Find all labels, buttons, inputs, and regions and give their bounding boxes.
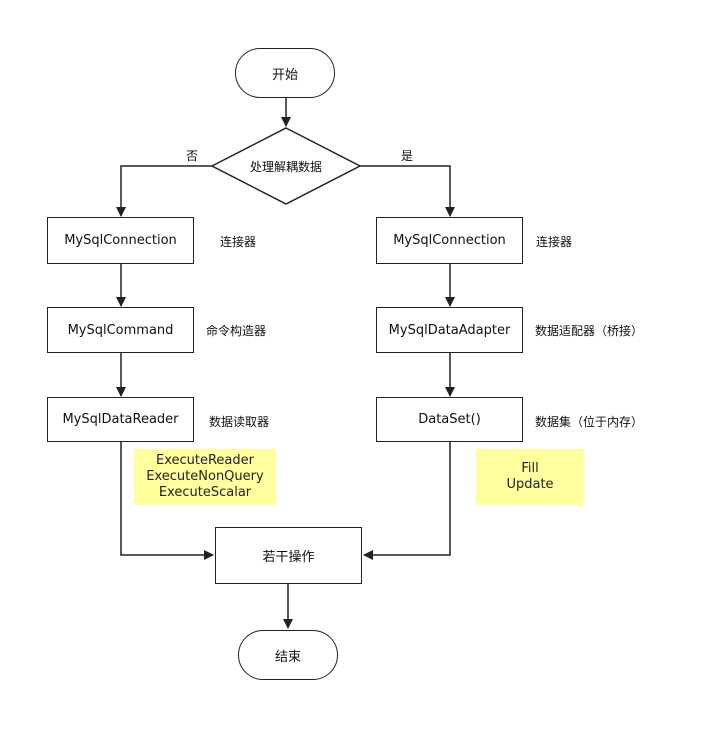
left-command-label: MySqlCommand xyxy=(67,322,174,338)
edge-label-no: 否 xyxy=(186,149,199,163)
decision-label: 处理解耦数据 xyxy=(249,159,322,174)
decision-diamond xyxy=(210,127,362,205)
operations-label: 若干操作 xyxy=(262,550,315,565)
left-reader-label: MySqlDataReader xyxy=(62,412,179,427)
right-note-line-2: Update xyxy=(506,477,554,492)
left-note: ExecuteReader ExecuteNonQuery ExecuteSca… xyxy=(134,449,276,505)
start-node[interactable]: 开始 xyxy=(235,48,335,98)
left-reader-node[interactable]: MySqlDataReader xyxy=(47,397,194,442)
right-adapter-node[interactable]: MySqlDataAdapter xyxy=(376,307,523,353)
right-dataset-node[interactable]: DataSet() xyxy=(376,397,523,442)
left-command-side-label: 命令构造器 xyxy=(206,324,267,338)
right-connection-node[interactable]: MySqlConnection xyxy=(376,217,523,264)
right-note-line-1: Fill xyxy=(521,461,539,476)
left-connection-side-label: 连接器 xyxy=(220,235,257,249)
left-connection-label: MySqlConnection xyxy=(64,233,177,248)
start-label: 开始 xyxy=(271,67,298,83)
left-reader-side-label: 数据读取器 xyxy=(209,415,270,429)
edge-right-dataset-ops xyxy=(363,442,451,560)
right-connection-side-label: 连接器 xyxy=(536,235,573,249)
edge-left-reader-ops xyxy=(120,442,214,560)
right-note: Fill Update xyxy=(476,449,584,505)
right-dataset-label: DataSet() xyxy=(418,412,481,427)
edge-decision-left xyxy=(116,165,212,217)
right-adapter-label: MySqlDataAdapter xyxy=(388,322,511,338)
operations-node[interactable]: 若干操作 xyxy=(215,527,362,584)
left-note-line-3: ExecuteScalar xyxy=(158,485,252,500)
right-adapter-side-label: 数据适配器（桥接） xyxy=(535,324,644,338)
left-note-line-1: ExecuteReader xyxy=(156,453,254,468)
edge-label-yes: 是 xyxy=(401,149,414,163)
left-note-line-2: ExecuteNonQuery xyxy=(146,469,264,484)
left-command-node[interactable]: MySqlCommand xyxy=(47,307,194,353)
edge-decision-right xyxy=(360,165,455,217)
left-connection-node[interactable]: MySqlConnection xyxy=(47,217,194,264)
end-node[interactable]: 结束 xyxy=(238,630,338,680)
right-connection-label: MySqlConnection xyxy=(393,233,506,248)
right-dataset-side-label: 数据集（位于内存） xyxy=(535,415,644,429)
end-label: 结束 xyxy=(274,649,301,665)
